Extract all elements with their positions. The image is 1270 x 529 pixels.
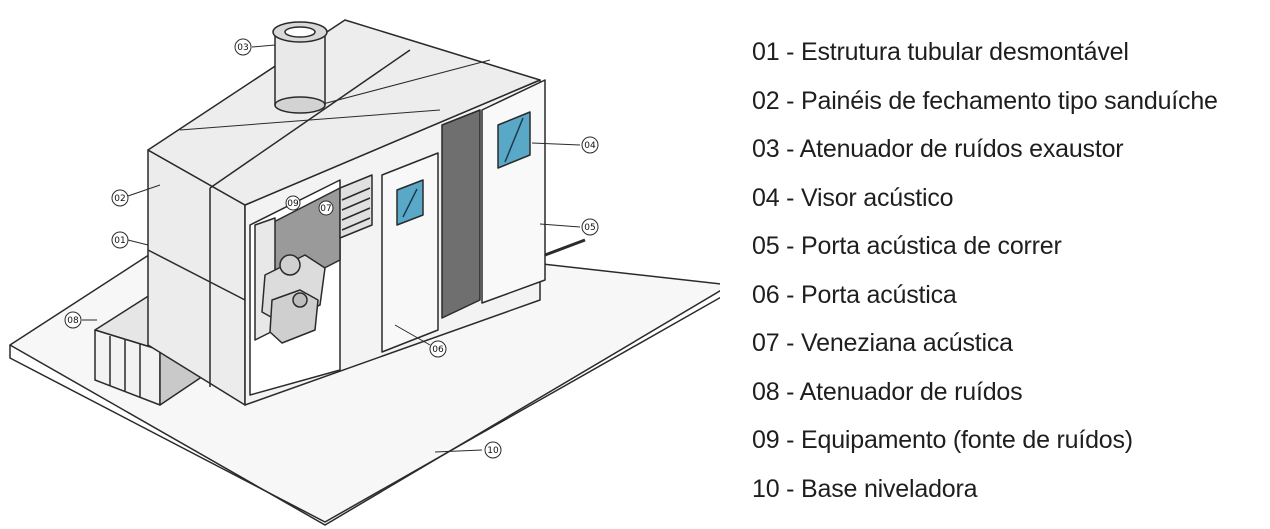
callout-number-02: 02 xyxy=(114,194,125,204)
callout-number-07: 07 xyxy=(320,204,331,214)
callout-number-05: 05 xyxy=(584,223,595,233)
acoustic-enclosure-illustration: 03 02 01 08 09 07 04 05 06 10 xyxy=(9,19,720,526)
legend-item-06: 06 - Porta acústica xyxy=(752,280,957,309)
legend-item-03: 03 - Atenuador de ruídos exaustor xyxy=(752,135,1124,163)
callout-number-09: 09 xyxy=(287,199,299,209)
exhaust-stack xyxy=(274,34,326,106)
callout-bubbles xyxy=(64,38,599,459)
legend-item-05: 05 - Porta acústica de correr xyxy=(752,232,1062,260)
callout-number-01: 01 xyxy=(114,236,125,246)
legend-item-07: 07 - Veneziana acústica xyxy=(752,329,1013,357)
callout-number-06: 06 xyxy=(432,345,444,355)
door xyxy=(381,152,439,353)
legend-item-01: 01 - Estrutura tubular desmontável xyxy=(752,38,1129,66)
doorway-gap xyxy=(441,109,481,319)
legend-item-08: 08 - Atenuador de ruídos xyxy=(752,377,1023,406)
legend-list: 01 - Estrutura tubular desmontável 02 - … xyxy=(752,28,1262,513)
callout-lines xyxy=(82,44,581,453)
legend-item-10: 10 - Base niveladora xyxy=(752,474,978,503)
legend-item-02: 02 - Painéis de fechamento tipo sanduích… xyxy=(752,86,1218,115)
callout-number-03: 03 xyxy=(237,43,248,53)
base-plate-edge xyxy=(9,296,720,523)
callout-number-10: 10 xyxy=(487,446,499,456)
callout-number-04: 04 xyxy=(584,141,596,151)
callout-number-08: 08 xyxy=(67,316,79,326)
legend-item-09: 09 - Equipamento (fonte de ruídos) xyxy=(752,426,1133,454)
sliding-door xyxy=(481,79,546,304)
legend-item-04: 04 - Visor acústico xyxy=(752,183,954,212)
